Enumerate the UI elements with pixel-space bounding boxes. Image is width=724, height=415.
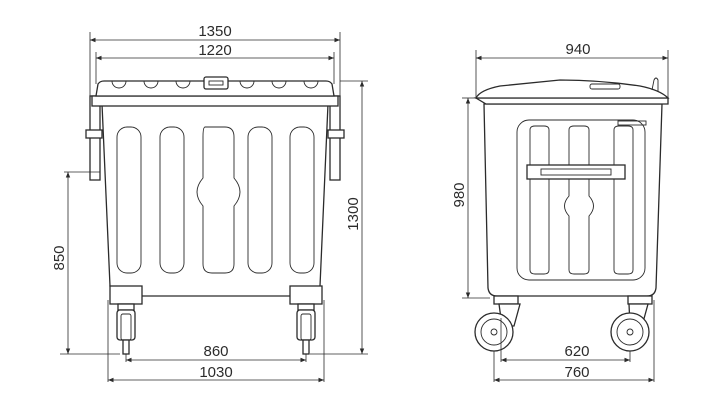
dim-label-620: 620 <box>564 343 589 360</box>
rib <box>159 126 185 274</box>
dim-label-1350: 1350 <box>198 23 231 40</box>
rib <box>116 126 142 274</box>
front-right-caster <box>296 303 316 355</box>
dim-label-940: 940 <box>565 41 590 58</box>
rib <box>247 126 273 274</box>
side-right-wheel <box>610 303 650 352</box>
side-panel <box>516 119 646 281</box>
dim-label-860: 860 <box>203 343 228 360</box>
rib <box>289 126 315 274</box>
dim-label-760: 760 <box>564 364 589 381</box>
side-lid-rim <box>473 97 669 105</box>
dim-label-1030: 1030 <box>199 364 232 381</box>
center-rib-keyhole <box>196 126 241 274</box>
lid-hinge <box>651 77 659 92</box>
dim-label-850: 850 <box>51 245 68 270</box>
side-body <box>483 103 663 297</box>
side-left-wheel <box>474 303 521 352</box>
dim-label-1300: 1300 <box>345 197 362 230</box>
front-body <box>101 103 329 297</box>
front-left-caster <box>116 303 136 355</box>
dim-label-980: 980 <box>451 182 468 207</box>
side-handle-bar <box>526 164 626 180</box>
side-lid <box>474 79 670 99</box>
front-view: 1350 1220 850 1300 860 1030 <box>51 23 368 383</box>
side-view: 940 980 620 760 <box>451 41 670 383</box>
dim-label-1220: 1220 <box>198 42 231 59</box>
lid-handle <box>203 76 229 90</box>
front-lid-rim <box>91 95 339 107</box>
